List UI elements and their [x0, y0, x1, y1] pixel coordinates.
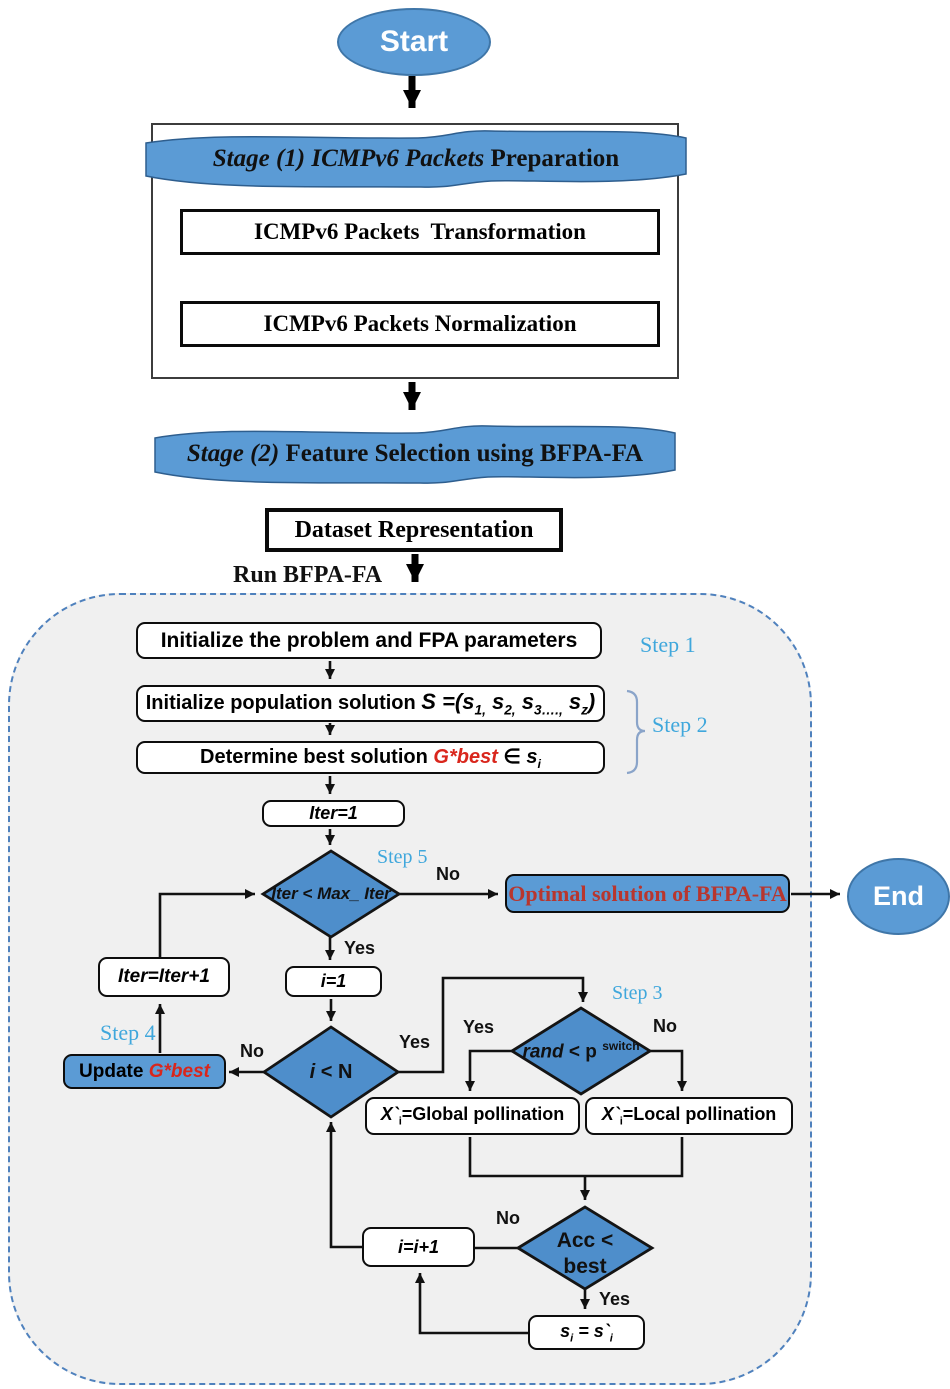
stage2-title-rest: Feature Selection using BFPA-FA	[279, 440, 644, 467]
yes-label-i-n: Yes	[399, 1032, 431, 1052]
determine-best-box: Determine best solution G*best ∈ si	[136, 741, 605, 774]
yes-label-iter: Yes	[344, 938, 376, 958]
local-pollination-box: X`i=Local pollination	[585, 1097, 793, 1135]
no-label-acc: No	[496, 1208, 520, 1228]
init-parameters-box: Initialize the problem and FPA parameter…	[136, 622, 602, 659]
end-node: End	[847, 858, 950, 935]
step1-label: Step 1	[640, 632, 696, 657]
normalization-box: ICMPv6 Packets Normalization	[180, 301, 660, 347]
step4-label: Step 4	[100, 1020, 156, 1045]
iter-increment-box: Iter=Iter+1	[98, 957, 230, 997]
decision-diamond-acc-best	[515, 1205, 655, 1291]
stage1-title-rest: Preparation	[484, 145, 620, 172]
iter-max-diamond-label: Iter < Max_ Iter	[271, 884, 391, 903]
end-label: End	[873, 881, 924, 911]
i-increment-box: i=i+1	[362, 1227, 475, 1267]
stage2-banner: Stage (2) Feature Selection using BFPA-F…	[152, 421, 678, 487]
decision-diamond-i-n	[261, 1025, 401, 1119]
acc-best-diamond-label: Acc <best	[556, 1228, 614, 1278]
ribbon-shape	[145, 130, 687, 188]
i-n-diamond-label: i < N	[309, 1060, 353, 1083]
dataset-label: Dataset Representation	[294, 516, 534, 543]
yes-label-acc: Yes	[599, 1289, 631, 1309]
stage1-banner: Stage (1) ICMPv6 Packets Preparation	[143, 127, 689, 191]
gbest-red-text: G*best	[148, 1060, 210, 1082]
decision-diamond-rand-switch	[509, 1006, 653, 1096]
no-label-rand: No	[653, 1016, 677, 1036]
step5-label: Step 5	[377, 846, 428, 868]
start-label: Start	[379, 25, 449, 58]
transformation-label: ICMPv6 Packets Transformation	[254, 219, 586, 244]
global-pollination-box: X`i=Global pollination	[365, 1097, 580, 1135]
init-population-label: Initialize population solution S =(s1, s…	[145, 689, 596, 718]
run-bfpa-fa-label: Run BFPA-FA	[233, 562, 383, 588]
gbest-red-text: G*best	[433, 746, 498, 768]
iter-init-box: Iter=1	[262, 800, 405, 827]
flow-connectors	[155, 661, 840, 1335]
init-parameters-label: Initialize the problem and FPA parameter…	[160, 628, 578, 652]
step2-label: Step 2	[652, 712, 708, 737]
no-label-i-n: No	[240, 1041, 264, 1061]
start-node: Start	[337, 8, 491, 76]
dataset-representation-box: Dataset Representation	[265, 508, 563, 552]
step3-label: Step 3	[612, 982, 663, 1004]
determine-best-label: Determine best solution G*best ∈ si	[200, 746, 541, 771]
no-label-iter: No	[436, 864, 460, 884]
stage1-title-italic: Stage (1) ICMPv6 Packets	[212, 145, 485, 172]
transformation-box: ICMPv6 Packets Transformation	[180, 209, 660, 255]
init-population-box: Initialize population solution S =(s1, s…	[136, 685, 605, 722]
decision-diamond-iter-max	[260, 849, 402, 939]
ribbon-shape	[154, 425, 676, 484]
step2-bracket	[626, 689, 646, 775]
optimal-solution-box: Optimal solution of BFPA-FA	[505, 874, 790, 913]
normalization-label: ICMPv6 Packets Normalization	[263, 311, 577, 336]
s-update-box: si = s`i	[528, 1315, 645, 1350]
stage2-title-italic: Stage (2)	[186, 440, 280, 467]
rand-switch-diamond-label: rand < p switch	[522, 1038, 640, 1063]
i-init-box: i=1	[285, 966, 382, 997]
update-gbest-box: Update G*best	[63, 1054, 226, 1089]
yes-label-rand: Yes	[463, 1017, 495, 1037]
optimal-solution-label: Optimal solution of BFPA-FA	[508, 880, 787, 906]
